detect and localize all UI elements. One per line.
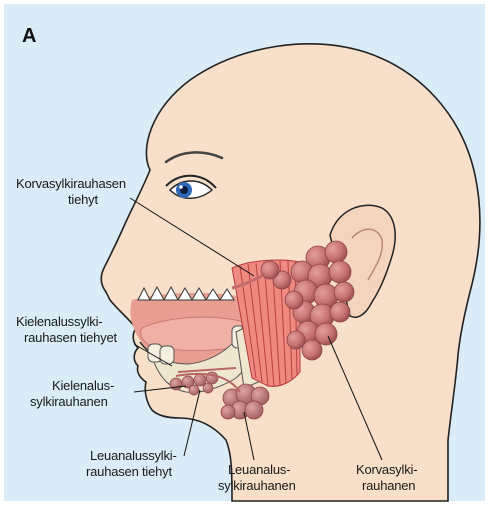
- label-parotid-gland-line2: rauhanen: [362, 478, 415, 493]
- label-sublingual-ducts-line2: rauhasen tiehyet: [24, 330, 118, 345]
- label-parotid-duct-line2: tiehyt: [68, 192, 98, 207]
- panel-letter: A: [22, 25, 36, 47]
- label-parotid-gland-line1: Korvasylki-: [356, 462, 417, 477]
- label-sublingual-gland-line2: sylkirauhanen: [30, 394, 108, 409]
- label-submandibular-duct-line2: rauhasen tiehyt: [86, 464, 172, 479]
- label-parotid-duct-line1: Korvasylkirauhasen: [16, 176, 126, 191]
- label-submandibular-gland-line1: Leuanalus-: [228, 462, 290, 477]
- label-sublingual-ducts-line1: Kielenalussylki-: [16, 314, 102, 329]
- label-sublingual-gland-line1: Kielenalus-: [52, 378, 114, 393]
- label-submandibular-gland-line2: sylkirauhanen: [218, 478, 296, 493]
- label-submandibular-duct-line1: Leuanalussylki-: [90, 448, 177, 463]
- eye-highlight: [179, 185, 183, 189]
